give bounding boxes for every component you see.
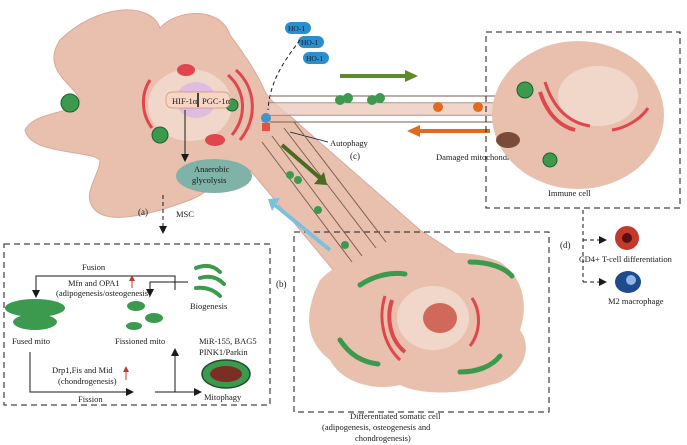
fissioned-mito-label: Fissioned mito bbox=[115, 336, 165, 346]
blue-arrow-up bbox=[273, 203, 332, 252]
biogenesis-label: Biogenesis bbox=[190, 301, 227, 311]
msc-cell: HIF-1α PGC-1α Anaerobic glycolysis (a) M… bbox=[24, 9, 479, 319]
damaged-mito-label: Damaged mitochondrion bbox=[436, 152, 521, 162]
biogenesis-mito bbox=[198, 274, 226, 286]
m2-label: M2 macrophage bbox=[608, 296, 664, 306]
anaerobic-label-2: glycolysis bbox=[192, 175, 226, 185]
receptor-icon bbox=[261, 113, 271, 123]
drp-label-2: (chondrogenesis) bbox=[58, 376, 117, 386]
drp-label-1: Drp1,Fis and Mid bbox=[52, 365, 113, 375]
mir-label-2: PINK1/Parkin bbox=[199, 347, 248, 357]
msc-label: MSC bbox=[176, 209, 194, 219]
mfn-label-1: Mfn and OPA1 bbox=[68, 278, 120, 288]
msc-er-curve bbox=[226, 73, 245, 136]
ho1-label: HO-1 bbox=[288, 24, 305, 33]
mfn-label-2: (adipogenesis/osteogenesis) bbox=[56, 288, 151, 298]
label-c: (c) bbox=[350, 151, 360, 161]
mito-green bbox=[60, 93, 80, 113]
mito-green bbox=[151, 126, 169, 144]
mito-green bbox=[343, 93, 353, 103]
biogenesis-mito bbox=[194, 263, 222, 274]
mito-red bbox=[205, 134, 225, 146]
mito-green bbox=[294, 176, 302, 184]
fused-mito-icon bbox=[5, 299, 65, 317]
mito-green-elongated bbox=[357, 270, 408, 288]
autophagy-label: Autophagy bbox=[330, 138, 369, 148]
ho1-dashed-path bbox=[267, 39, 301, 111]
immune-er bbox=[538, 91, 576, 132]
mito-green bbox=[516, 81, 534, 99]
mito-red bbox=[177, 64, 195, 76]
immune-cell-panel: Immune cell bbox=[485, 31, 681, 209]
mito-green bbox=[367, 95, 377, 105]
mito-green-elongated bbox=[457, 353, 503, 375]
cd4-label: CD4+ T-cell differentiation bbox=[579, 254, 673, 264]
immune-er bbox=[543, 81, 591, 128]
mito-green-elongated bbox=[467, 259, 515, 279]
msc-er-curve bbox=[142, 79, 154, 129]
mitophagy-label: Mitophagy bbox=[204, 392, 242, 402]
anaerobic-label-1: Anaerobic bbox=[194, 164, 230, 174]
fused-mito-label: Fused mito bbox=[12, 336, 50, 346]
tunnel-differentiated: (b) bbox=[261, 121, 387, 289]
immune-cell-label: Immune cell bbox=[548, 188, 591, 198]
diff-label-2: (adipogenesis, osteogenesis and bbox=[322, 422, 431, 432]
fusion-label: Fusion bbox=[82, 262, 106, 272]
immune-nucleus bbox=[558, 66, 638, 126]
mito-green bbox=[341, 241, 349, 249]
damaged-mito-icon bbox=[496, 132, 520, 148]
label-b: (b) bbox=[276, 279, 287, 289]
immune-er bbox=[611, 107, 650, 132]
diff-label-1: Differentiated somatic cell bbox=[350, 411, 441, 421]
fissioned-mito-icon bbox=[127, 301, 145, 311]
hif-label: HIF-1α bbox=[172, 96, 198, 106]
differentiated-cell-panel: Differentiated somatic cell (adipogenesi… bbox=[293, 231, 550, 443]
ho1-group: HO-1 HO-1 HO-1 bbox=[261, 22, 329, 131]
mito-green bbox=[286, 171, 294, 179]
label-d: (d) bbox=[560, 240, 571, 250]
mito-dynamics-panel: Fusion Mfn and OPA1 (adipogenesis/osteog… bbox=[3, 243, 271, 406]
diff-label-3: chondrogenesis) bbox=[355, 433, 411, 443]
ho1-label: HO-1 bbox=[306, 54, 323, 63]
damaged-mito-icon bbox=[433, 102, 443, 112]
mito-green bbox=[375, 93, 385, 103]
ho1-label: HO-1 bbox=[301, 38, 318, 47]
mito-green bbox=[542, 152, 558, 168]
mito-green bbox=[335, 95, 345, 105]
msc-er-curve bbox=[234, 68, 254, 141]
label-a: (a) bbox=[138, 207, 148, 217]
mir-label-1: MiR-155, BAG5 bbox=[199, 336, 257, 346]
damaged-mito-icon bbox=[473, 102, 483, 112]
biogenesis-mito bbox=[194, 285, 222, 298]
panel-d: (d) CD4+ T-cell differentiation M2 macro… bbox=[560, 210, 673, 306]
tunnel-immune: Autophagy (c) Damaged mitochondrion bbox=[270, 70, 521, 162]
mito-green bbox=[314, 206, 322, 214]
pgc-label: PGC-1α bbox=[202, 96, 231, 106]
anaerobic-glycolysis-blob bbox=[176, 159, 252, 193]
fission-label: Fission bbox=[78, 394, 103, 404]
green-arrow-down bbox=[280, 143, 322, 180]
mito-green-elongated bbox=[337, 337, 381, 367]
